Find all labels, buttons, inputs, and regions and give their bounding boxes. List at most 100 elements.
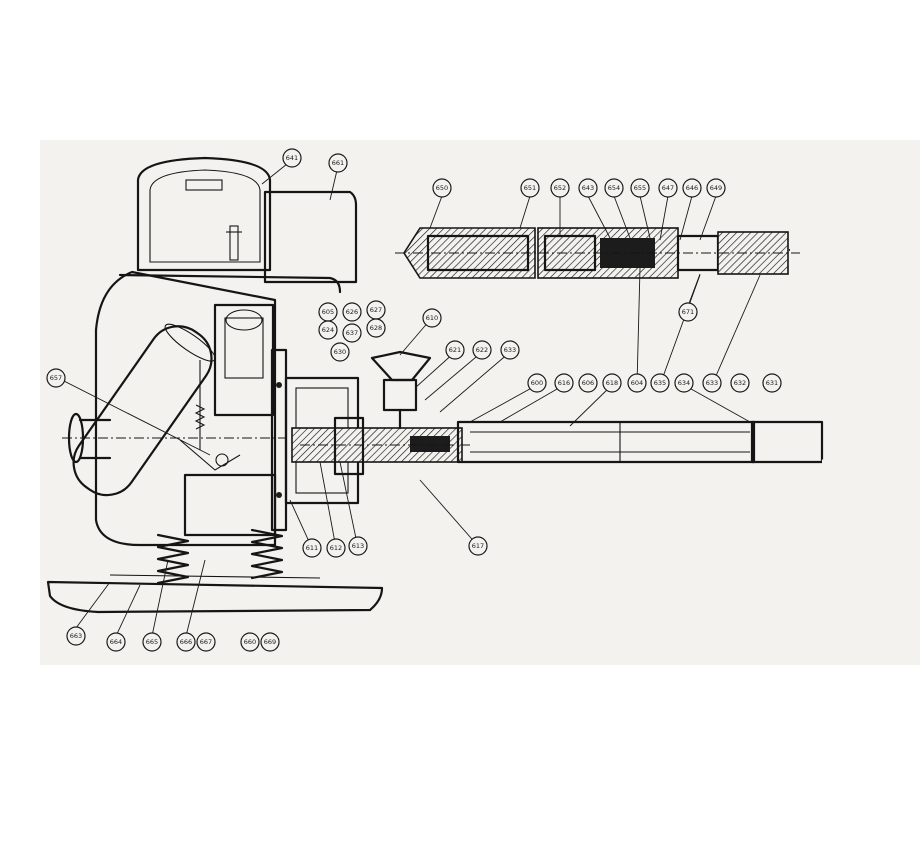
callouts: 641 661 650 651 652 643 654 655 647 646 …	[46, 148, 782, 652]
svg-text:627: 627	[370, 306, 382, 314]
callout-647: 647	[658, 178, 678, 198]
callout-660: 660	[240, 632, 260, 652]
paper-sheet	[40, 140, 920, 665]
svg-text:605: 605	[322, 308, 334, 316]
svg-text:631: 631	[766, 379, 778, 387]
drive-shaft	[456, 420, 824, 464]
callout-622: 622	[472, 340, 492, 360]
svg-text:621: 621	[449, 346, 461, 354]
callout-627: 627	[366, 300, 386, 320]
svg-text:612: 612	[330, 544, 342, 552]
callout-631: 631	[762, 373, 782, 393]
svg-text:647: 647	[662, 184, 674, 192]
svg-text:671: 671	[682, 308, 694, 316]
svg-text:628: 628	[370, 324, 382, 332]
svg-text:646: 646	[686, 184, 698, 192]
svg-text:633: 633	[706, 379, 718, 387]
svg-text:626: 626	[346, 308, 358, 316]
svg-text:669: 669	[264, 638, 276, 646]
svg-text:643: 643	[582, 184, 594, 192]
callout-617: 617	[468, 536, 488, 556]
svg-text:649: 649	[710, 184, 722, 192]
callout-650: 650	[432, 178, 452, 198]
callout-667: 667	[196, 632, 216, 652]
springs	[156, 528, 284, 585]
callout-632: 632	[730, 373, 750, 393]
svg-text:630: 630	[334, 348, 346, 356]
svg-text:622: 622	[476, 346, 488, 354]
svg-text:650: 650	[436, 184, 448, 192]
engine-unit	[62, 156, 358, 547]
callout-669: 669	[260, 632, 280, 652]
callout-618: 618	[602, 373, 622, 393]
callout-633b: 633	[702, 373, 722, 393]
callout-624: 624	[318, 320, 338, 340]
callout-649: 649	[706, 178, 726, 198]
callout-634: 634	[674, 373, 694, 393]
svg-text:634: 634	[678, 379, 690, 387]
callout-641: 641	[282, 148, 302, 168]
callout-643: 643	[578, 178, 598, 198]
svg-text:667: 667	[200, 638, 212, 646]
callout-666: 666	[176, 632, 196, 652]
svg-text:661: 661	[332, 159, 344, 167]
callout-657: 657	[46, 368, 66, 388]
svg-text:618: 618	[606, 379, 618, 387]
callout-600: 600	[527, 373, 547, 393]
svg-text:663: 663	[70, 632, 82, 640]
callout-604: 604	[627, 373, 647, 393]
callout-633: 633	[500, 340, 520, 360]
base-plate	[46, 574, 384, 614]
svg-text:655: 655	[634, 184, 646, 192]
svg-text:606: 606	[582, 379, 594, 387]
callout-646: 646	[682, 178, 702, 198]
svg-text:657: 657	[50, 374, 62, 382]
vibrator-head	[395, 227, 800, 279]
svg-text:624: 624	[322, 326, 334, 334]
svg-text:637: 637	[346, 329, 358, 337]
svg-text:652: 652	[554, 184, 566, 192]
callout-637: 637	[342, 323, 362, 343]
svg-text:613: 613	[352, 542, 364, 550]
callout-611: 611	[302, 538, 322, 558]
svg-text:610: 610	[426, 314, 438, 322]
callout-628: 628	[366, 318, 386, 338]
svg-text:654: 654	[608, 184, 620, 192]
callout-651: 651	[520, 178, 540, 198]
callout-626: 626	[342, 302, 362, 322]
callout-664: 664	[106, 632, 126, 652]
pump-housing	[284, 350, 470, 505]
callout-654: 654	[604, 178, 624, 198]
callout-621: 621	[445, 340, 465, 360]
callout-665: 665	[142, 632, 162, 652]
callout-610: 610	[422, 308, 442, 328]
callout-616: 616	[554, 373, 574, 393]
svg-text:641: 641	[286, 154, 298, 162]
callout-655: 655	[630, 178, 650, 198]
svg-text:651: 651	[524, 184, 536, 192]
svg-text:665: 665	[146, 638, 158, 646]
svg-text:600: 600	[531, 379, 543, 387]
flexible-hose	[788, 247, 898, 465]
svg-text:611: 611	[306, 544, 318, 552]
callout-635: 635	[650, 373, 670, 393]
svg-text:616: 616	[558, 379, 570, 387]
callout-663: 663	[66, 626, 86, 646]
callout-630: 630	[330, 342, 350, 362]
callout-612: 612	[326, 538, 346, 558]
svg-text:635: 635	[654, 379, 666, 387]
svg-text:633: 633	[504, 346, 516, 354]
svg-text:664: 664	[110, 638, 122, 646]
callout-671: 671	[678, 302, 698, 322]
callout-652: 652	[550, 178, 570, 198]
svg-text:660: 660	[244, 638, 256, 646]
callout-661: 661	[328, 153, 348, 173]
callout-613: 613	[348, 536, 368, 556]
svg-text:666: 666	[180, 638, 192, 646]
callout-605: 605	[318, 302, 338, 322]
callout-606: 606	[578, 373, 598, 393]
svg-text:632: 632	[734, 379, 746, 387]
svg-text:617: 617	[472, 542, 484, 550]
svg-text:604: 604	[631, 379, 643, 387]
